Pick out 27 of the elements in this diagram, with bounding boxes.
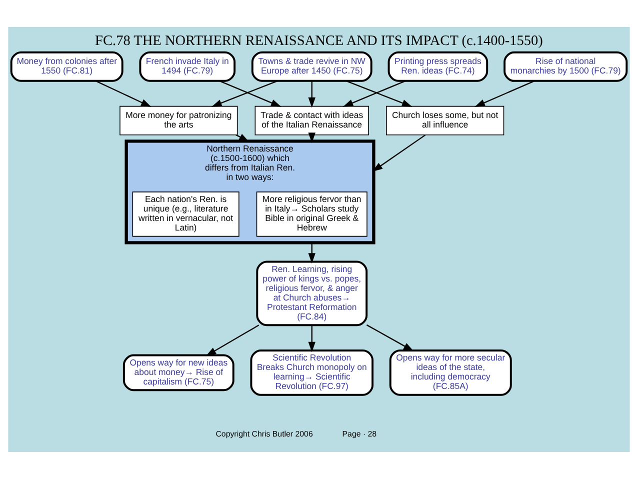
arrow <box>308 80 316 108</box>
arrow <box>474 80 534 106</box>
node-box: Printing press spreads Ren. ideas (FC.74) <box>388 50 488 82</box>
arrow <box>308 242 316 263</box>
node-box: Towns & trade revive in NW Europe after 1450 (FC.75) <box>251 50 372 82</box>
node-box: Opens way for new ideas about money→ Rise of capitalism (FC.75) <box>122 354 234 391</box>
node-box: Ren. Learning, rising power of kings vs. popes, religious fervor, & anger at Church abuses→ Protestant Reformation (FC.84) <box>256 260 368 326</box>
arrow <box>236 133 250 142</box>
node-box: More religious fervor than in Italy→ Scholars study Bible in original Greek & Hebrew <box>256 191 368 236</box>
arrow <box>220 80 282 106</box>
arrow <box>211 80 278 106</box>
arrow <box>206 324 260 356</box>
diagram-title: FC.78 THE NORTHERN RENAISSANCE AND ITS IMPACT (c.1400-1550) <box>95 32 543 48</box>
node-box: Each nation's Ren. is unique (e.g., literature written in vernacular, not Latin) <box>132 191 240 236</box>
node-box: Rise of national monarchies by 1500 (FC.79) <box>504 50 628 82</box>
arrow <box>372 134 426 172</box>
node-box: Money from colonies after 1550 (FC.81) <box>10 50 124 82</box>
arrow <box>366 324 414 351</box>
label: Page · 28 <box>342 429 377 438</box>
arrow <box>308 324 316 352</box>
node-box: More money for patronizing the arts <box>120 105 238 135</box>
node-box: Opens way for more secular ideas of the state, including democracy (FC.85A) <box>389 349 512 396</box>
node-box: French invade Italy in 1494 (FC.79) <box>139 50 236 82</box>
node-box: Church loses some, but not all influence <box>386 105 504 135</box>
node-box: Scientific Revolution Breaks Church monopoly on learning→ Scientific Revolution (FC.97) <box>250 349 374 396</box>
arrow <box>96 80 152 106</box>
label: Copyright Chris Butler 2006 <box>216 429 313 438</box>
